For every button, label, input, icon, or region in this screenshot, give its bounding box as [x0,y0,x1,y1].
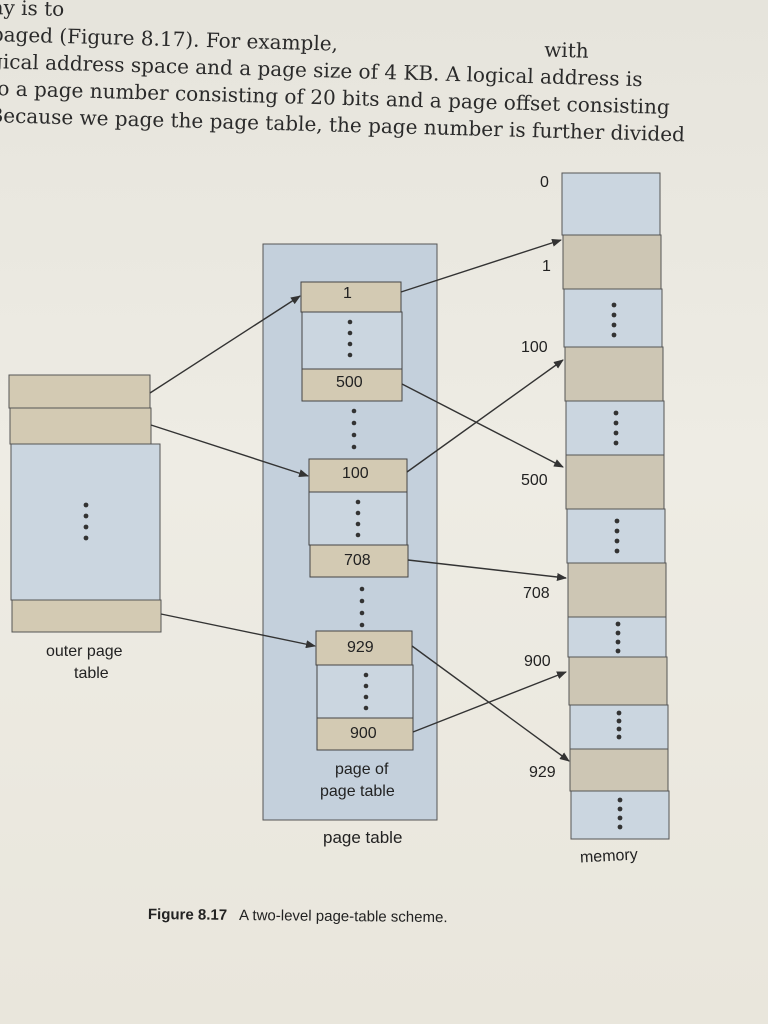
outer-page-table-label-line-1: outer page [46,643,123,660]
page-table-label: page table [323,828,403,847]
memory-frame-1 [562,234,662,290]
memory-label-900: 900 [524,653,551,670]
figure-caption-text: A two-level page-table scheme. [239,906,448,927]
page-table-section-3 [315,630,414,751]
memory-label-100: 100 [521,339,548,356]
inner-to-memory-arrows [400,238,570,762]
memory-label-929: 929 [529,764,556,781]
entry-100 [308,458,408,493]
page-of-page-table-line-1: page of [335,761,389,778]
page-table-gap-dots-1 [351,408,357,450]
entry-929 [315,630,413,666]
entry-1 [300,281,402,313]
figure-number: Figure 8.17 [147,906,228,924]
memory-gap-1 [563,288,663,348]
entry-label-708: 708 [344,552,371,569]
memory-frame-708 [567,562,667,618]
memory-frame-929 [569,748,669,792]
entry-500 [301,368,403,402]
memory-ellipsis-dots [611,302,623,830]
entry-900 [316,717,414,751]
memory-gap-3 [566,508,666,564]
memory-frame-500 [565,454,665,510]
entry-label-500: 500 [336,374,363,391]
outer-page-table-label-line-2: table [74,665,109,682]
memory-frame-900 [568,656,668,706]
page-table-section-1 [300,281,403,402]
memory-label-0: 0 [540,174,549,191]
memory-label-500: 500 [521,472,548,489]
memory-gap-2 [565,400,665,456]
memory-frame-100 [564,346,664,402]
memory-column [561,172,670,840]
memory-label: memory [579,846,639,867]
entry-label-100: 100 [342,465,369,482]
entry-708 [309,544,409,578]
outer-page-table [8,374,162,633]
memory-frame-0 [561,172,661,236]
page-table-section-2 [308,458,409,578]
outer-to-inner-arrows [149,295,316,649]
entry-label-1: 1 [343,285,352,302]
page-of-page-table-line-2: page table [320,783,395,800]
memory-label-708: 708 [523,585,550,602]
memory-label-1: 1 [542,258,551,275]
page-table-gap-dots-2 [359,586,365,628]
entry-label-900: 900 [350,725,377,742]
figure-caption: Figure 8.17 A two-level page-table scheme… [148,906,448,926]
entry-label-929: 929 [347,639,374,656]
